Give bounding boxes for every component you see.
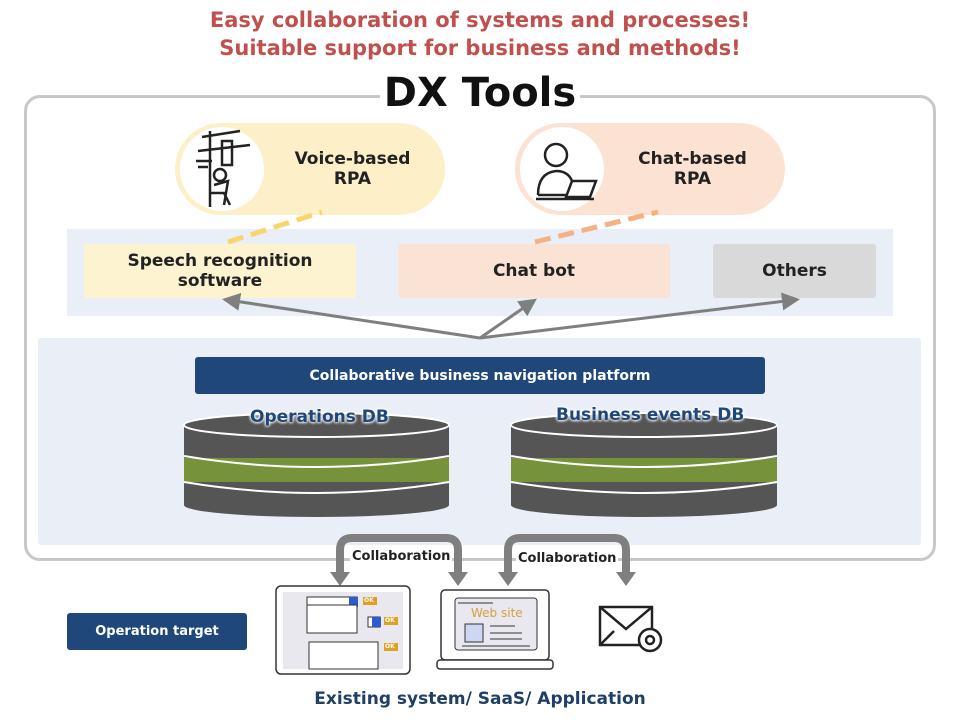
lineworker-icon (180, 127, 264, 211)
operations-db-label: Operations DB (250, 407, 389, 427)
arrow-speech (222, 292, 481, 340)
business-events-db-cylinder (510, 412, 778, 517)
voice-rpa-label1: Voice-based (294, 149, 411, 169)
email-icon (598, 605, 663, 653)
collaboration-label-1: Collaboration (350, 549, 453, 564)
arrow-others (479, 292, 800, 340)
ok-button-3: OK (385, 643, 395, 650)
ok-button-2: OK (385, 617, 395, 624)
page-title: DX Tools (380, 70, 580, 116)
chat-rpa: Chat-based RPA (515, 123, 785, 215)
arrow-chatbot (479, 298, 537, 340)
ok-button-1: OK (364, 597, 374, 604)
collab-arrow-2 (504, 534, 630, 575)
collaboration-label-2: Collaboration (516, 551, 619, 566)
chat-rpa-label2: RPA (673, 169, 712, 189)
voice-rpa: Voice-based RPA (175, 123, 445, 215)
existing-system-caption: Existing system/ SaaS/ Application (314, 689, 646, 709)
operations-db-cylinder (183, 412, 450, 517)
speech-label2: software (177, 271, 263, 291)
others-box: Others (713, 244, 876, 298)
chat-bot-box: Chat bot (398, 244, 670, 298)
laptop-website-icon (436, 589, 554, 670)
voice-rpa-label2: RPA (333, 169, 372, 189)
website-label: Web site (471, 606, 523, 620)
business-events-db-label: Business events DB (556, 405, 745, 425)
voice-dashed-link (227, 209, 323, 245)
platform-bar: Collaborative business navigation platfo… (195, 357, 765, 394)
person-laptop-icon (520, 127, 604, 211)
operation-target-label: Operation target (67, 613, 247, 650)
headline-line2: Suitable support for business and method… (219, 36, 741, 60)
chat-rpa-label1: Chat-based (638, 149, 747, 169)
speech-recognition-box: Speech recognition software (84, 244, 356, 298)
headline-line1: Easy collaboration of systems and proces… (209, 8, 751, 32)
speech-label1: Speech recognition (127, 251, 313, 271)
collab-arrow-1 (336, 534, 462, 575)
existing-system-icon (275, 585, 411, 675)
chat-dashed-link (534, 209, 659, 245)
